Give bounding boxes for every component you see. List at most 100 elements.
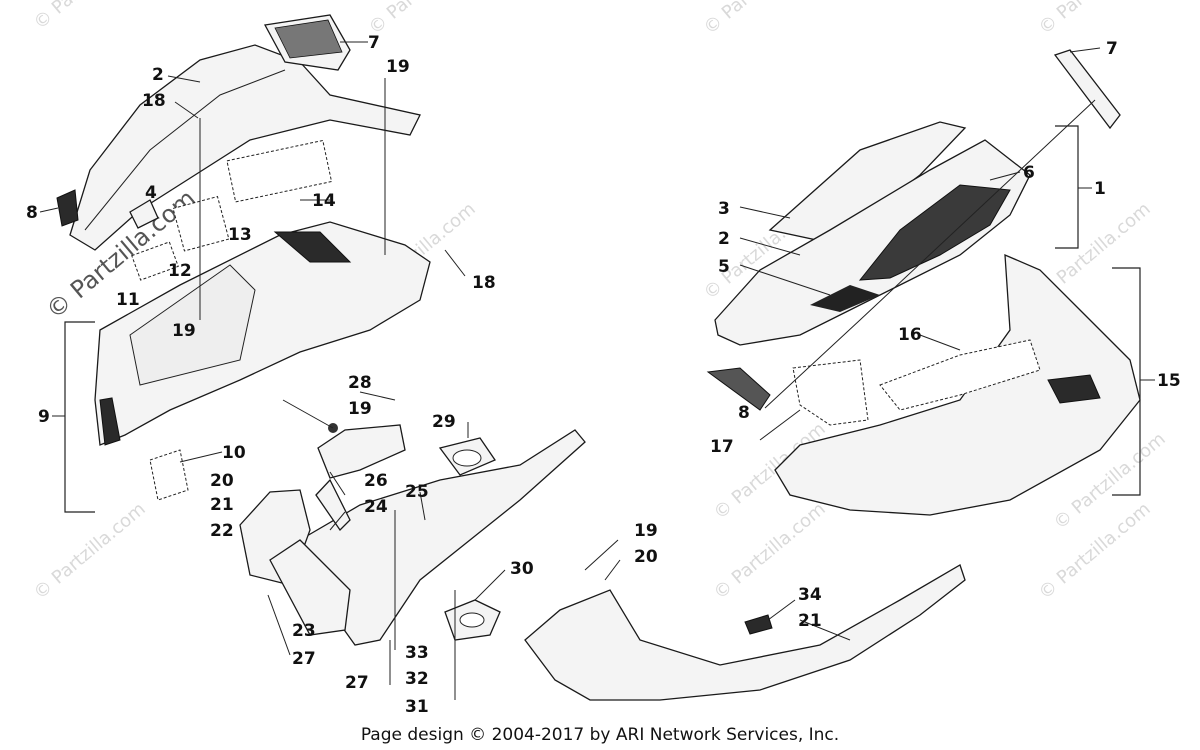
callout-34: 34 (798, 585, 822, 605)
leader-3 (739, 206, 791, 219)
graphic-decal-part-6 (858, 184, 1011, 281)
belly-pan-part-25 (299, 429, 586, 646)
callout-16: 16 (898, 325, 922, 345)
bracket-15 (1112, 267, 1141, 496)
front-grille (99, 397, 121, 446)
shield-part-26 (315, 478, 351, 532)
callout-5: 5 (718, 257, 730, 277)
callout-20-left: 20 (210, 471, 234, 491)
callout-20-right: 20 (634, 547, 658, 567)
left-hood-assembly (56, 14, 421, 281)
callout-2-right: 2 (718, 229, 730, 249)
callout-18-right: 18 (472, 273, 496, 293)
callout-8-right: 8 (738, 403, 750, 423)
watermark-top-right-b: © Partzilla.com (1035, 0, 1155, 39)
right-belly-assembly (524, 564, 966, 701)
callouts: 1 2 2 3 4 5 6 7 7 8 8 9 10 11 12 13 14 1… (26, 33, 1181, 717)
leader-28 (359, 391, 396, 401)
leader-16 (919, 334, 961, 351)
ring-hole-30 (459, 612, 485, 628)
leader-19d (584, 539, 619, 571)
callout-21-right: 21 (798, 611, 822, 631)
callout-19-center: 19 (348, 399, 372, 419)
callout-19-right: 19 (634, 521, 658, 541)
callout-7-left: 7 (368, 33, 380, 53)
louver-strip (273, 231, 352, 263)
decal-part-13 (172, 195, 230, 252)
callout-7-right: 7 (1106, 39, 1118, 59)
decal-part-10 (149, 449, 189, 501)
right-hood-assembly (706, 49, 1121, 411)
callout-22: 22 (210, 521, 234, 541)
callout-15: 15 (1157, 371, 1181, 391)
callout-25: 25 (405, 482, 429, 502)
callout-4: 4 (145, 183, 157, 203)
leader-27a (267, 594, 291, 656)
lower-hood-part-15 (774, 253, 1141, 516)
left-lower-hood-assembly (52, 221, 431, 513)
leader-26 (329, 471, 346, 496)
leader-lines (39, 41, 1101, 700)
leader-8b (764, 99, 1096, 409)
side-panel-part-23 (269, 539, 351, 636)
leader-19c (282, 399, 334, 429)
callout-2-left: 2 (152, 65, 164, 85)
leader-2a (167, 75, 201, 83)
decal-part-17 (792, 359, 869, 426)
callout-3: 3 (718, 199, 730, 219)
callout-13: 13 (228, 225, 252, 245)
leader-18a (174, 101, 199, 119)
decal-part-4 (129, 199, 159, 229)
callout-24: 24 (364, 497, 388, 517)
callout-18-top: 18 (142, 91, 166, 111)
leader-24 (329, 511, 346, 531)
callout-28: 28 (348, 373, 372, 393)
bracket-1 (1055, 125, 1079, 249)
callout-32: 32 (405, 669, 429, 689)
leader-20b (604, 559, 621, 581)
watermark-top-right-a: © Partzilla.com (700, 0, 820, 39)
callout-11: 11 (116, 290, 140, 310)
callout-17: 17 (710, 437, 734, 457)
decal-part-12 (131, 241, 179, 281)
leader-10 (179, 451, 223, 463)
leader-17 (759, 409, 801, 441)
leader-7b (1069, 47, 1101, 53)
hood-edge-line (84, 69, 286, 231)
right-lower-hood-assembly (774, 253, 1155, 516)
callout-19-hood: 19 (172, 321, 196, 341)
decal-part-16 (879, 339, 1041, 411)
callout-21-left: 21 (210, 495, 234, 515)
bracket-part-28 (317, 424, 406, 479)
leader-5 (739, 264, 831, 296)
vent-mesh-left (274, 19, 343, 59)
hood-upper-part-2 (69, 44, 421, 251)
leader-30 (474, 569, 506, 601)
callout-23: 23 (292, 621, 316, 641)
callout-9: 9 (38, 407, 50, 427)
callout-1: 1 (1094, 179, 1106, 199)
callout-31: 31 (405, 697, 429, 717)
windshield-part-11 (129, 264, 256, 386)
leader-8a (39, 207, 59, 213)
leader-34 (767, 599, 796, 621)
center-belly-assembly (239, 423, 586, 646)
leader-6 (989, 171, 1021, 181)
callout-6: 6 (1023, 163, 1035, 183)
belly-pan-part-21 (524, 564, 966, 701)
bracket-9 (64, 321, 95, 513)
leader-21b (799, 619, 851, 641)
vent-part-8-right (706, 367, 771, 411)
ring-hole-29 (452, 449, 482, 467)
clip-part-34 (744, 614, 773, 635)
callout-29: 29 (432, 412, 456, 432)
watermark-top-center: © Partzilla.com (365, 0, 485, 39)
leader-2b (739, 237, 801, 256)
callout-30: 30 (510, 559, 534, 579)
side-vent-right (1047, 374, 1101, 404)
callout-8-left: 8 (26, 203, 38, 223)
vent-part-7-right (1053, 49, 1121, 130)
callout-19-top: 19 (386, 57, 410, 77)
decal-part-14 (226, 139, 333, 203)
